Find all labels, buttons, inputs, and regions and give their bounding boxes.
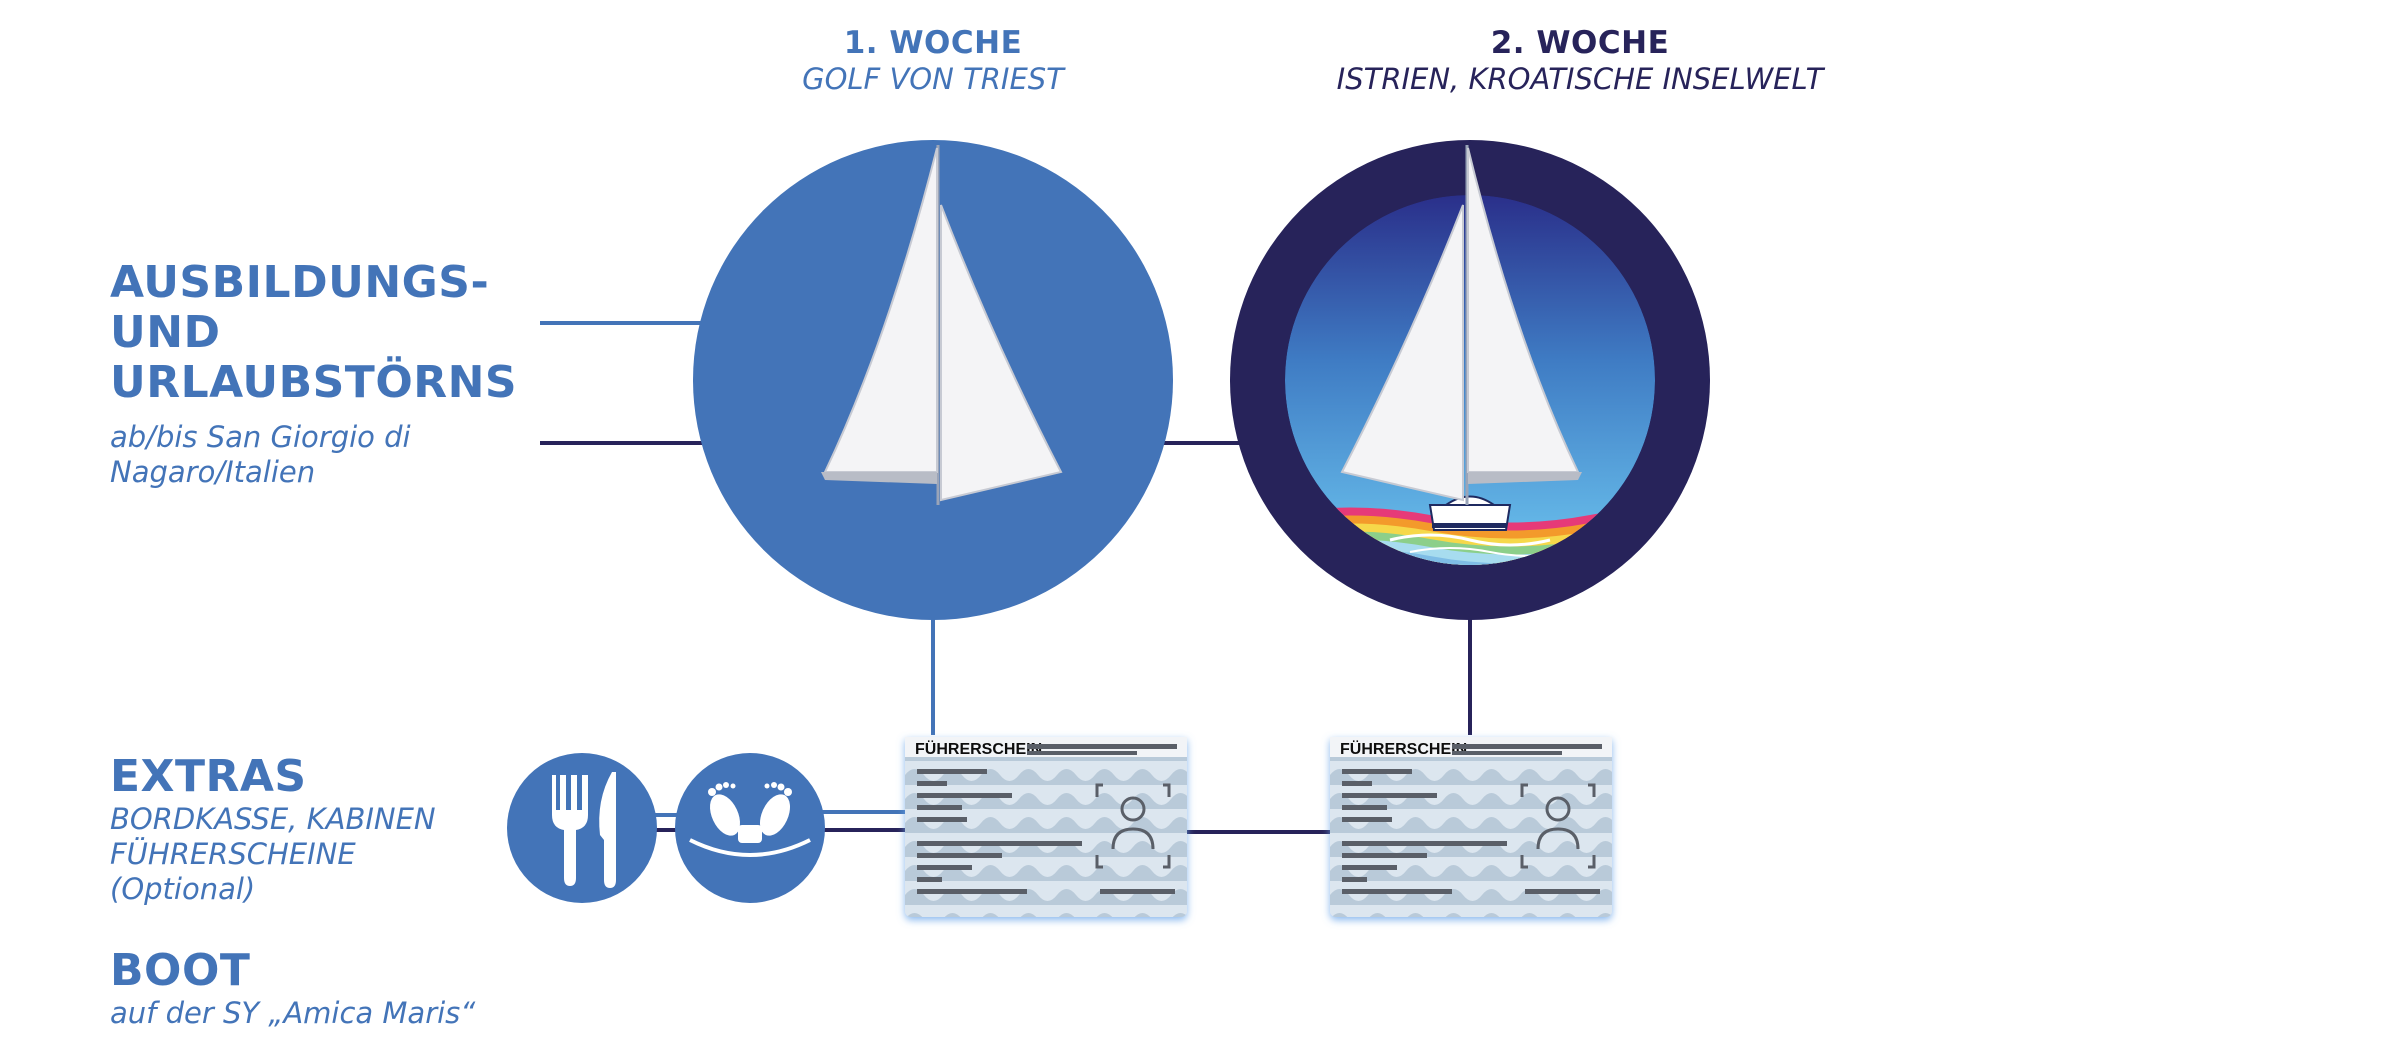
extras-line: FÜHRERSCHEINE <box>110 837 356 871</box>
week2-subtitle: ISTRIEN, KROATISCHE INSELWELT <box>1336 62 1824 96</box>
boat-subtitle: auf der SY „Amica Maris“ <box>110 996 476 1030</box>
week1-title: 1. WOCHE <box>843 25 1023 61</box>
boat-title: BOOT <box>110 945 251 996</box>
extras-line: (Optional) <box>110 872 256 906</box>
feet-icon <box>675 753 825 903</box>
training-title-line: AUSBILDUNGS- <box>110 257 490 308</box>
week2-circle <box>1230 140 1710 620</box>
sailboat-icon <box>1340 145 1582 505</box>
week2-title: 2. WOCHE <box>1490 25 1670 61</box>
sailboat-icon <box>821 145 1063 505</box>
cutlery-icon <box>507 753 657 903</box>
week1-circle <box>693 140 1173 620</box>
extras-section: EXTRAS BORDKASSE, KABINEN FÜHRERSCHEINE … <box>110 752 550 907</box>
license-card-icon: FÜHRERSCHEIN <box>1330 737 1612 917</box>
week1-subtitle: GOLF VON TRIEST <box>802 62 1064 96</box>
training-title-line: UND <box>110 307 221 358</box>
extras-title: EXTRAS <box>110 751 307 802</box>
week1-header: 1. WOCHE GOLF VON TRIEST <box>583 24 1283 96</box>
week2-header: 2. WOCHE ISTRIEN, KROATISCHE INSELWELT <box>1230 24 1930 96</box>
license-card-label: FÜHRERSCHEIN <box>915 739 1042 758</box>
training-section: AUSBILDUNGS- UND URLAUBSTÖRNS ab/bis San… <box>110 258 570 490</box>
boat-section: BOOT auf der SY „Amica Maris“ <box>110 946 630 1031</box>
training-subtitle-line: ab/bis San Giorgio di <box>110 420 411 454</box>
extras-line: BORDKASSE, KABINEN <box>110 802 436 836</box>
license-card-label: FÜHRERSCHEIN <box>1340 739 1467 758</box>
license-card-icon: FÜHRERSCHEIN <box>905 737 1187 917</box>
training-subtitle-line: Nagaro/Italien <box>110 455 316 489</box>
training-title-line: URLAUBSTÖRNS <box>110 357 518 408</box>
